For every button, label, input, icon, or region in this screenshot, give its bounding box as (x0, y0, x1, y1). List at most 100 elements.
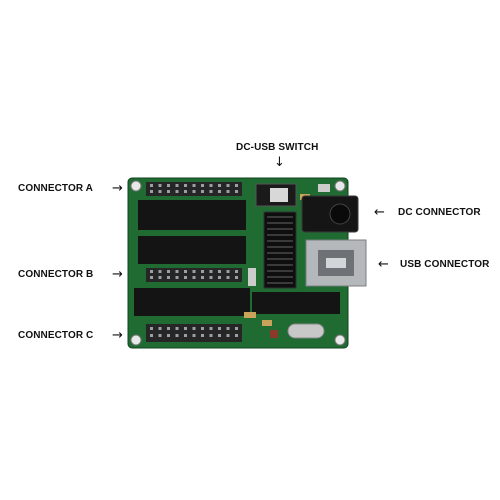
crystal-oscillator (287, 323, 325, 339)
header-pin (218, 184, 221, 187)
ic-chip (134, 288, 250, 316)
header-pin (235, 184, 238, 187)
header-pin (209, 327, 213, 330)
ic-chip (252, 292, 340, 314)
connector-a-pins (150, 184, 238, 193)
header-pin (218, 327, 221, 330)
usb-connector-tongue (326, 258, 346, 268)
header-pin (158, 270, 162, 273)
socket-pin-row (267, 240, 293, 242)
label-connector-a: CONNECTOR A (18, 183, 93, 194)
header-pin (209, 334, 213, 337)
socket-pin-row (267, 246, 293, 248)
header-pin (192, 184, 196, 187)
connector-c-pins (150, 327, 238, 337)
header-pin (226, 190, 230, 193)
switch-slider (270, 188, 288, 202)
mounting-hole (334, 180, 346, 192)
arrow-right-icon: → (112, 267, 123, 282)
label-connector-c: CONNECTOR C (18, 330, 94, 341)
header-pin (209, 184, 213, 187)
small-component (270, 330, 278, 338)
socket-pin-row (267, 282, 293, 284)
header-pin (192, 270, 196, 273)
socket-pin-row (267, 234, 293, 236)
header-pin (218, 276, 221, 279)
socket-pin-row (267, 252, 293, 254)
header-pin (167, 270, 170, 273)
header-pin (175, 276, 179, 279)
header-pin (201, 276, 204, 279)
header-pin (158, 184, 162, 187)
ic-socket-pins (267, 216, 293, 284)
label-dc-connector: DC CONNECTOR (398, 207, 481, 218)
header-pin (158, 327, 162, 330)
header-pin (167, 184, 170, 187)
header-pin (158, 334, 162, 337)
header-pin (192, 327, 196, 330)
arrow-left-icon: ← (374, 205, 385, 220)
header-pin (201, 190, 204, 193)
dc-connector-barrel (329, 203, 351, 225)
header-pin (158, 190, 162, 193)
header-pin (150, 190, 153, 193)
ic-socket (263, 211, 297, 289)
header-pin (184, 334, 187, 337)
arrow-down-icon: ↓ (274, 155, 285, 170)
header-pin (167, 276, 170, 279)
socket-pin-row (267, 276, 293, 278)
header-pin (175, 270, 179, 273)
header-pin (235, 190, 238, 193)
small-component (318, 184, 330, 192)
header-pin (167, 334, 170, 337)
header-pin (201, 184, 204, 187)
header-pin (226, 270, 230, 273)
socket-pin-row (267, 216, 293, 218)
header-pin (192, 276, 196, 279)
small-component (244, 312, 256, 318)
header-pin (218, 270, 221, 273)
header-pin (201, 327, 204, 330)
mounting-hole (130, 334, 142, 346)
arrow-left-icon: ← (378, 257, 389, 272)
label-connector-b: CONNECTOR B (18, 269, 94, 280)
header-pin (209, 276, 213, 279)
header-pin (226, 184, 230, 187)
header-pin (150, 334, 153, 337)
header-pin (184, 184, 187, 187)
header-pin (175, 190, 179, 193)
header-pin (167, 190, 170, 193)
socket-pin-row (267, 270, 293, 272)
label-usb-connector: USB CONNECTOR (400, 259, 490, 270)
socket-pin-row (267, 258, 293, 260)
header-pin (235, 327, 238, 330)
header-pin (175, 327, 179, 330)
ic-chip (138, 200, 246, 230)
header-pin (235, 270, 238, 273)
header-pin (184, 190, 187, 193)
header-pin (235, 334, 238, 337)
header-pin (209, 190, 213, 193)
header-pin (150, 327, 153, 330)
connector-c-header (146, 324, 242, 342)
header-pin (184, 270, 187, 273)
small-component (248, 268, 256, 286)
header-pin (184, 327, 187, 330)
header-pin (218, 190, 221, 193)
header-pin (175, 334, 179, 337)
mounting-hole (130, 180, 142, 192)
mounting-hole (334, 334, 346, 346)
ic-chip (138, 236, 246, 264)
socket-pin-row (267, 228, 293, 230)
arrow-right-icon: → (112, 328, 123, 343)
header-pin (209, 270, 213, 273)
small-component (262, 320, 272, 326)
header-pin (218, 334, 221, 337)
header-pin (150, 270, 153, 273)
header-pin (150, 184, 153, 187)
header-pin (192, 190, 196, 193)
header-pin (235, 276, 238, 279)
label-dc-usb-switch: DC-USB SWITCH (236, 142, 319, 153)
header-pin (226, 334, 230, 337)
socket-pin-row (267, 222, 293, 224)
